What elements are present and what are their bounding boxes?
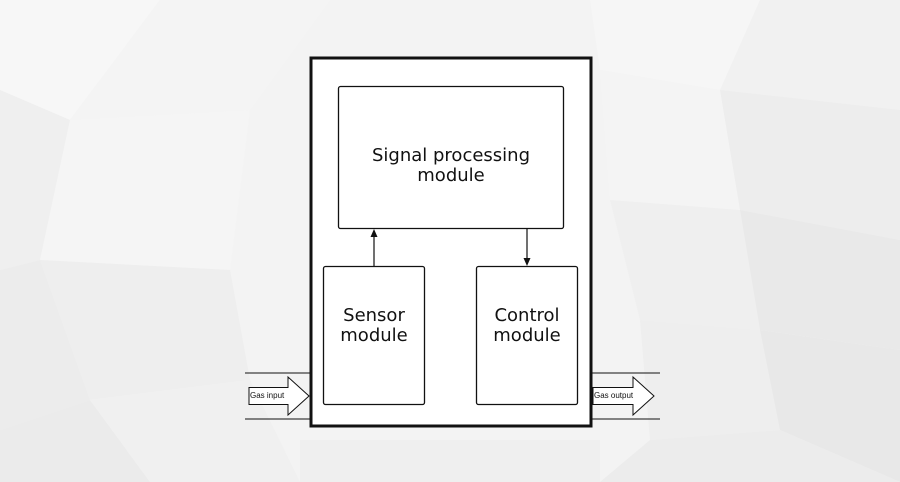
- sensor-module-box: [322, 265, 426, 406]
- gas-input-label: Gas input: [250, 391, 285, 400]
- control-module-label-line1: Control: [494, 305, 560, 326]
- sensor-to-processing-arrow: [370, 229, 378, 266]
- control-module-box: [475, 265, 579, 406]
- signal-processing-module-box: [337, 85, 565, 230]
- sensor-module-label: Sensor module: [323, 306, 425, 346]
- sensor-module-label-line1: Sensor: [343, 305, 405, 326]
- gas-input-pipe: [245, 372, 310, 420]
- control-module-label-line2: module: [493, 325, 561, 346]
- gas-output-arrow: [592, 375, 655, 417]
- gas-input-arrow: [248, 375, 310, 417]
- control-module-label: Control module: [476, 306, 578, 346]
- processing-to-control-arrow: [523, 229, 531, 266]
- sensor-module-label-line2: module: [340, 325, 408, 346]
- gas-output-label: Gas output: [594, 391, 634, 400]
- signal-processing-module-label: Signal processing module: [371, 145, 531, 186]
- gas-output-pipe: [592, 372, 660, 420]
